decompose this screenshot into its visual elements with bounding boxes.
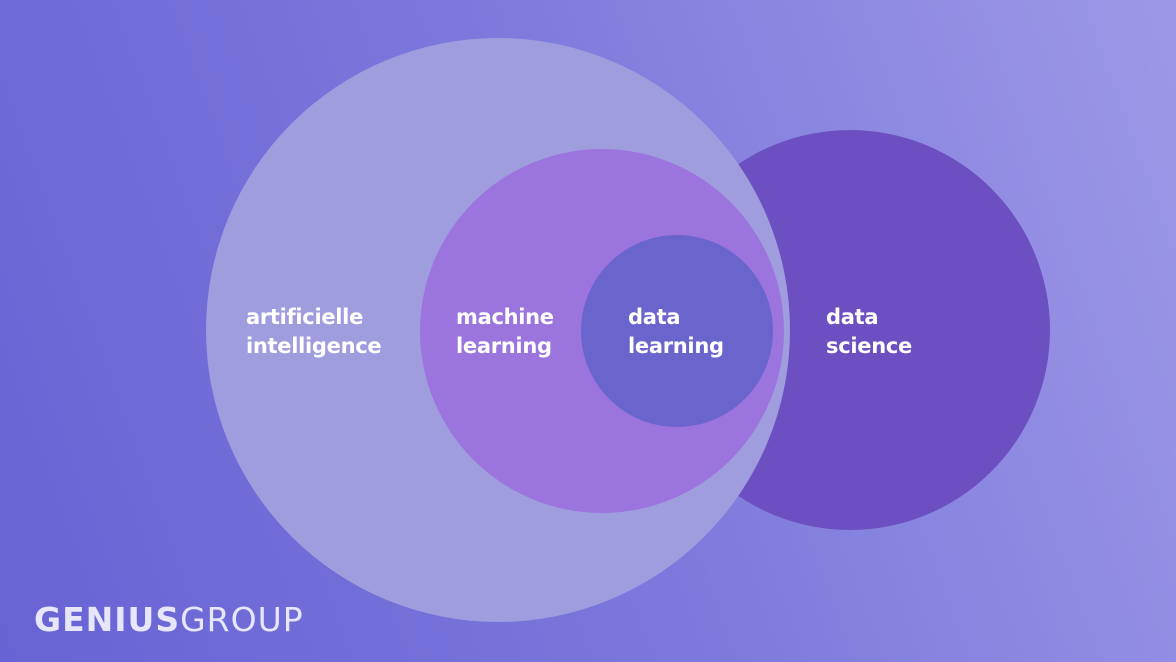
- ai-label: artificielle intelligence: [246, 303, 382, 361]
- ai-label-line1: artificielle: [246, 305, 364, 329]
- dl-label-line1: data: [628, 305, 681, 329]
- ml-label-line2: learning: [456, 334, 552, 358]
- ml-label: machine learning: [456, 303, 554, 361]
- ml-label-line1: machine: [456, 305, 554, 329]
- ds-label: data science: [826, 303, 912, 361]
- ds-label-line2: science: [826, 334, 912, 358]
- data-learning-circle: [581, 235, 773, 427]
- ai-label-line2: intelligence: [246, 334, 382, 358]
- logo-bold: GENIUS: [34, 600, 181, 639]
- genius-group-logo: GENIUSGROUP: [34, 600, 304, 639]
- dl-label: data learning: [628, 303, 724, 361]
- ds-label-line1: data: [826, 305, 879, 329]
- dl-label-line2: learning: [628, 334, 724, 358]
- logo-light: GROUP: [180, 600, 304, 639]
